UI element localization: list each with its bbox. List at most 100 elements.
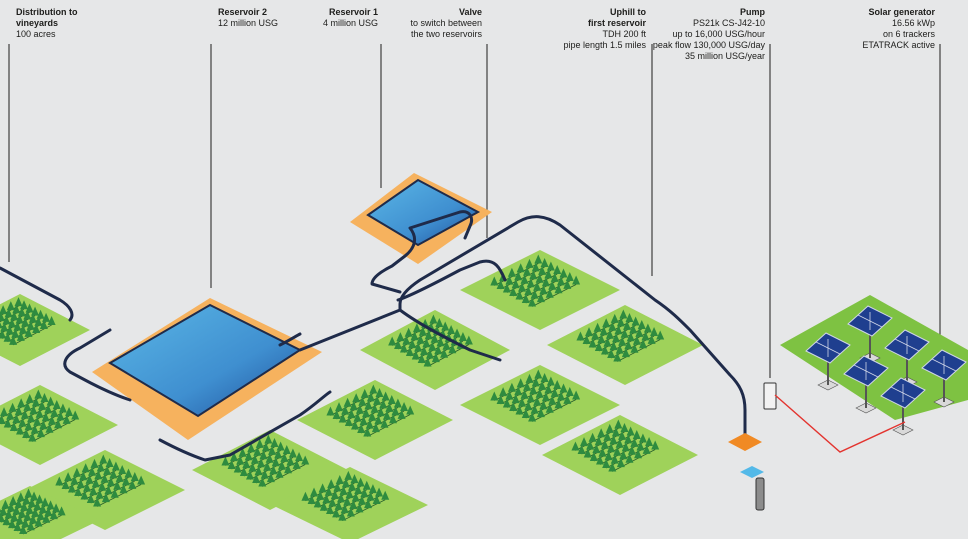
vine-plant	[254, 466, 263, 476]
vine-plant	[288, 448, 297, 458]
vine-plant	[276, 441, 285, 451]
label-pump-detail-4: 35 million USG/year	[684, 51, 765, 61]
vine-plant	[79, 471, 88, 481]
vine-plant	[490, 391, 499, 401]
pipe-network	[0, 210, 747, 462]
vine-plant	[19, 525, 28, 535]
vine-plant	[286, 456, 295, 466]
vine-plant	[353, 412, 362, 422]
vine-plant	[548, 280, 557, 290]
vine-plant	[334, 500, 343, 510]
vine-plant	[14, 297, 23, 307]
vine-plant	[118, 465, 127, 474]
vine-plant	[236, 455, 245, 465]
vine-plant	[539, 400, 548, 410]
vine-plant	[270, 438, 279, 447]
solar-trackers	[805, 305, 967, 436]
vine-plant	[357, 424, 366, 433]
vine-plant	[404, 327, 413, 337]
vine-plant	[464, 335, 473, 345]
vine-plant	[375, 388, 384, 397]
vine-plant	[410, 331, 419, 341]
vine-plant	[244, 451, 253, 461]
vine-plant	[611, 427, 620, 437]
vine-plant	[263, 461, 272, 471]
vine-plant	[3, 418, 12, 428]
vine-plant	[528, 297, 537, 307]
vine-plant	[366, 392, 375, 402]
vine-plant	[516, 263, 525, 273]
vine-plant	[0, 415, 6, 424]
vineyard-plot	[360, 310, 510, 390]
vine-plant	[346, 507, 355, 517]
vine-plant	[586, 440, 595, 450]
vine-plant	[9, 335, 18, 345]
vine-plant	[571, 441, 580, 451]
vine-plant	[538, 265, 547, 275]
vine-plant	[400, 402, 409, 411]
vine-plant	[559, 268, 568, 278]
vineyard-plot	[542, 415, 698, 495]
vine-plant	[282, 445, 291, 454]
vine-plant	[434, 345, 443, 355]
vine-plant	[380, 418, 389, 428]
vine-plant	[34, 316, 43, 326]
vine-plant	[61, 480, 70, 489]
label-pump-detail-2: up to 16,000 USG/hour	[672, 29, 765, 39]
label-pump: Pump PS21k CS-J42-10 up to 16,000 USG/ho…	[653, 7, 765, 62]
vine-plant	[115, 472, 124, 482]
vine-plant	[524, 401, 533, 411]
vine-plant	[268, 445, 277, 455]
vine-plant	[333, 482, 342, 492]
vine-plant	[382, 410, 391, 420]
vine-plant	[601, 345, 610, 355]
vine-plant	[436, 337, 445, 347]
vine-plant	[559, 383, 568, 393]
vine-plant	[17, 398, 26, 408]
vine-plant	[16, 425, 25, 435]
vine-plant	[448, 344, 457, 354]
vine-plant	[100, 473, 109, 483]
vine-plant	[523, 381, 531, 391]
vine-plant	[545, 403, 554, 413]
vineyard-plot	[0, 486, 100, 539]
vine-plant	[518, 397, 526, 407]
vine-plant	[93, 497, 102, 507]
vine-plant	[645, 437, 654, 446]
vine-plant	[518, 282, 526, 292]
vine-plant	[110, 488, 119, 498]
vine-plant	[520, 274, 529, 284]
vine-plant	[540, 258, 549, 267]
vine-plant	[521, 294, 530, 303]
power-cable	[774, 394, 906, 453]
vine-plant	[33, 416, 42, 426]
vine-plant	[124, 468, 133, 478]
label-valve-detail-2: the two reservoirs	[410, 29, 482, 39]
vine-plant	[95, 489, 104, 499]
vine-plant	[47, 415, 56, 425]
vine-plant	[38, 400, 47, 410]
vine-plant	[650, 327, 659, 336]
vine-plant	[632, 430, 641, 439]
vine-plant	[550, 272, 559, 282]
vine-plant	[381, 391, 390, 401]
vine-plant	[358, 396, 367, 406]
vine-plant	[376, 407, 385, 417]
vine-plant	[625, 313, 634, 322]
vine-plant	[440, 348, 449, 358]
vine-plant	[618, 336, 627, 346]
vine-plant	[31, 507, 40, 517]
vine-plant	[266, 473, 275, 483]
vine-plant	[45, 423, 54, 433]
vine-plant	[47, 316, 56, 326]
vine-plant	[363, 427, 372, 437]
vine-plant	[557, 276, 565, 286]
vine-plant	[3, 332, 12, 342]
vine-plant	[572, 275, 581, 285]
vine-plant	[368, 411, 377, 421]
vine-plant	[399, 343, 408, 353]
vine-plant	[27, 498, 36, 508]
vine-plant	[90, 458, 99, 468]
